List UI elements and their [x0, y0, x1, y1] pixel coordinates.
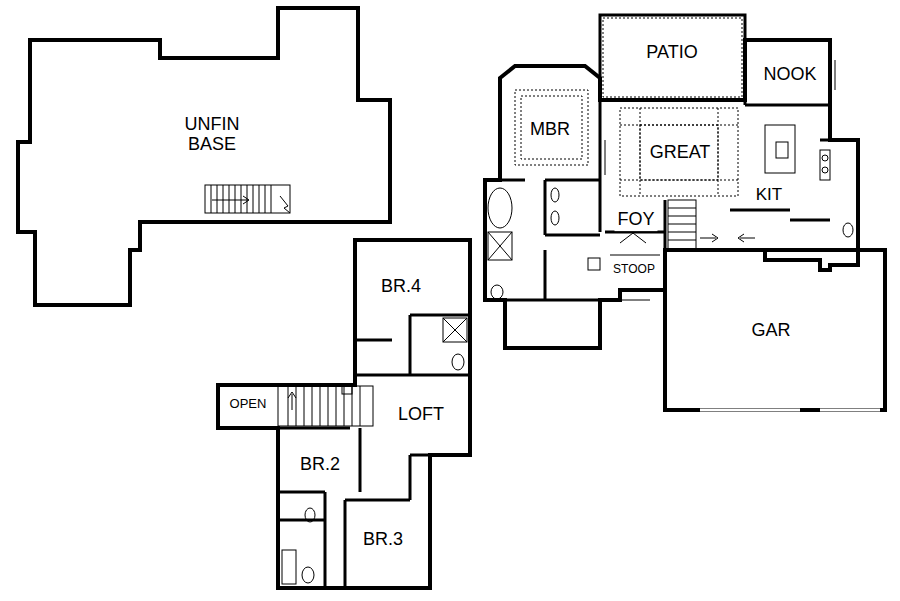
- basement-outline: [18, 8, 390, 305]
- room-label: BR.3: [360, 529, 406, 551]
- main-floor-outline: [485, 40, 858, 348]
- room-label: BR.4: [378, 276, 424, 298]
- room-label: STOOP: [610, 262, 658, 277]
- room-label: KIT: [753, 185, 785, 206]
- basement-stairs: [205, 185, 290, 213]
- garage-outline: [665, 250, 885, 410]
- upper-floor-details: [218, 240, 470, 588]
- upper-floor-walls: [278, 315, 470, 588]
- room-label: GAR: [748, 320, 793, 342]
- room-label: GREAT: [647, 142, 714, 164]
- room-label: NOOK: [760, 64, 819, 86]
- main-floor-details: [488, 40, 858, 348]
- patio: [600, 15, 745, 100]
- room-label: LOFT: [395, 404, 447, 426]
- room-label: BR.2: [297, 454, 343, 476]
- main-floor-walls: [500, 100, 830, 300]
- room-label: OPEN: [227, 396, 270, 412]
- room-label: PATIO: [643, 42, 700, 64]
- room-label: UNFIN BASE: [169, 114, 255, 156]
- room-label: FOY: [614, 209, 657, 231]
- room-label: MBR: [527, 119, 573, 141]
- upper-floor-outline: [218, 240, 470, 588]
